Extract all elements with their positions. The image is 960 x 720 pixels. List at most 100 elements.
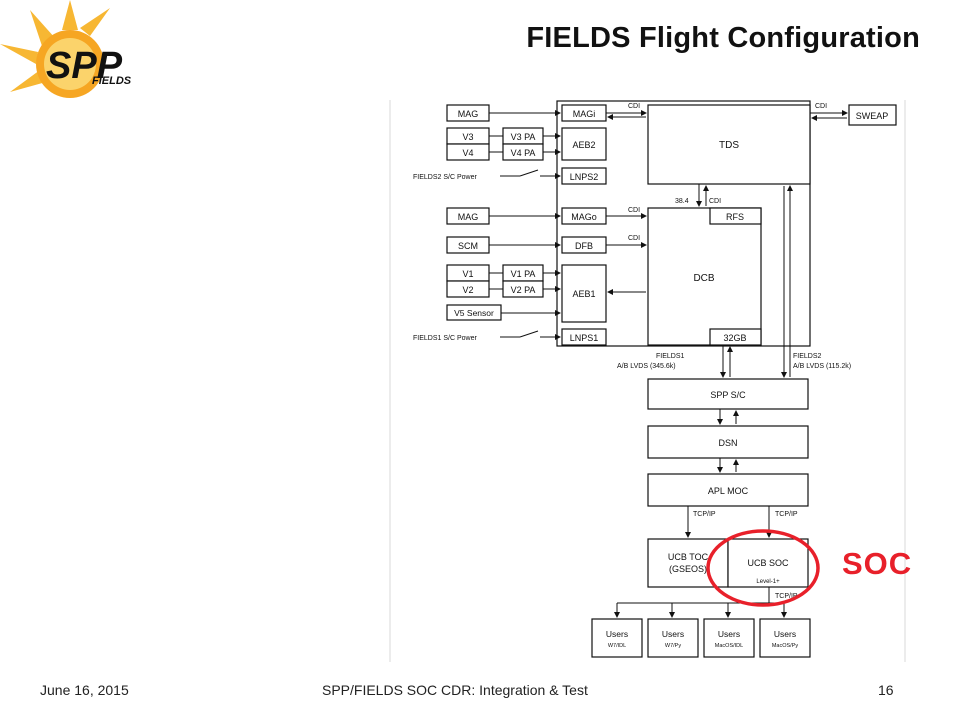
link-label-cdi-2: CDI [815, 103, 827, 110]
users-box-4: Users MacOS/Py [759, 618, 811, 658]
svg-text:DCB: DCB [693, 273, 714, 284]
svg-text:V1 PA: V1 PA [511, 269, 536, 279]
sensor-mag-top: MAG [446, 104, 490, 122]
svg-text:Level-1+: Level-1+ [756, 579, 780, 585]
link-label-fields1-rate: A/B LVDS (345.6k) [617, 363, 676, 370]
preamp-v3: V3 PA [502, 127, 544, 145]
box-dfb: DFB [561, 236, 607, 254]
box-dcb: DCB [647, 207, 762, 346]
power-label-fields1: FIELDS1 S/C Power [413, 335, 477, 342]
svg-text:LNPS1: LNPS1 [570, 333, 599, 343]
svg-text:Users: Users [606, 629, 628, 639]
svg-text:TDS: TDS [719, 140, 739, 151]
users-box-1: Users W7/IDL [591, 618, 643, 658]
svg-text:AEB2: AEB2 [572, 140, 595, 150]
box-aeb2: AEB2 [561, 127, 607, 161]
svg-text:V3: V3 [462, 132, 473, 142]
svg-text:UCB SOC: UCB SOC [747, 558, 789, 568]
box-aeb1: AEB1 [561, 264, 607, 323]
svg-text:DSN: DSN [718, 438, 737, 448]
svg-text:MacOS/Py: MacOS/Py [772, 643, 799, 649]
sensor-scm: SCM [446, 236, 490, 254]
svg-text:SPP S/C: SPP S/C [710, 390, 746, 400]
soc-highlight-circle [706, 529, 820, 607]
box-sweap: SWEAP [848, 104, 897, 126]
link-label-cdi-4: CDI [628, 235, 640, 242]
svg-text:DFB: DFB [575, 241, 593, 251]
box-mago: MAGo [561, 207, 607, 225]
box-lnps2: LNPS2 [561, 167, 607, 185]
link-label-fields2-rate: A/B LVDS (115.2k) [793, 363, 851, 370]
svg-text:MAG: MAG [458, 212, 479, 222]
users-box-2: Users W7/Py [647, 618, 699, 658]
sensor-connections [489, 110, 561, 340]
svg-text:V2 PA: V2 PA [511, 285, 536, 295]
footer-page-number: 16 [878, 682, 894, 698]
svg-text:UCB TOC: UCB TOC [668, 552, 709, 562]
svg-text:V5 Sensor: V5 Sensor [454, 308, 494, 318]
soc-callout-label: SOC [842, 546, 913, 581]
svg-text:W7/Py: W7/Py [665, 643, 681, 649]
sensor-mag-mid: MAG [446, 207, 490, 225]
sensor-v5: V5 Sensor [446, 304, 502, 321]
svg-text:RFS: RFS [726, 212, 744, 222]
svg-text:Users: Users [662, 629, 684, 639]
svg-text:APL MOC: APL MOC [708, 486, 749, 496]
svg-text:V2: V2 [462, 285, 473, 295]
footer-date: June 16, 2015 [40, 682, 129, 698]
sensor-v2: V2 [446, 280, 490, 298]
svg-text:SWEAP: SWEAP [856, 111, 889, 121]
svg-text:V4: V4 [462, 148, 473, 158]
box-tds: TDS [647, 104, 811, 185]
link-label-38-4: 38.4 [675, 198, 689, 205]
box-magi: MAGi [561, 104, 607, 122]
power-label-fields2: FIELDS2 S/C Power [413, 174, 477, 181]
svg-text:V1: V1 [462, 269, 473, 279]
svg-text:Users: Users [718, 629, 740, 639]
box-dsn: DSN [647, 425, 809, 459]
svg-text:(GSEOS): (GSEOS) [669, 564, 707, 574]
link-label-tcpip-2: TCP/IP [775, 511, 798, 518]
svg-text:32GB: 32GB [723, 333, 746, 343]
spp-fields-logo: SPP FIELDS [0, 0, 132, 98]
svg-text:MAG: MAG [458, 109, 479, 119]
link-label-tcpip-1: TCP/IP [693, 511, 716, 518]
svg-text:W7/IDL: W7/IDL [608, 643, 626, 649]
logo-subtext: FIELDS [92, 75, 132, 87]
preamp-v4: V4 PA [502, 143, 544, 161]
svg-text:V3 PA: V3 PA [511, 132, 536, 142]
users-distribution [614, 587, 787, 618]
sensor-v3: V3 [446, 127, 490, 145]
svg-text:MAGo: MAGo [571, 212, 597, 222]
box-32gb: 32GB [709, 328, 762, 346]
svg-text:Users: Users [774, 629, 796, 639]
box-rfs: RFS [709, 207, 762, 225]
slide-title: FIELDS Flight Configuration [526, 22, 920, 54]
link-label-tcpip-3: TCP/IP [775, 593, 798, 600]
box-lnps1: LNPS1 [561, 328, 607, 346]
box-ucb-soc: UCB SOC Level-1+ [727, 538, 809, 588]
box-apl-moc: APL MOC [647, 473, 809, 507]
link-label-cdi-5: CDI [709, 198, 721, 205]
preamp-v1: V1 PA [502, 264, 544, 282]
box-spp-sc: SPP S/C [647, 378, 809, 410]
users-box-3: Users MacOS/IDL [703, 618, 755, 658]
sun-core [44, 38, 96, 90]
svg-text:MAGi: MAGi [573, 109, 596, 119]
logo-text: SPP [46, 45, 123, 87]
svg-text:SCM: SCM [458, 241, 478, 251]
svg-text:MacOS/IDL: MacOS/IDL [715, 643, 743, 649]
link-label-cdi-1: CDI [628, 103, 640, 110]
link-label-fields2: FIELDS2 [793, 353, 822, 360]
sensor-v4: V4 [446, 143, 490, 161]
sensor-v1: V1 [446, 264, 490, 282]
preamp-v2: V2 PA [502, 280, 544, 298]
svg-text:V4 PA: V4 PA [511, 148, 536, 158]
link-label-fields1: FIELDS1 [656, 353, 685, 360]
svg-text:AEB1: AEB1 [572, 289, 595, 299]
footer-title: SPP/FIELDS SOC CDR: Integration & Test [322, 682, 588, 698]
link-label-cdi-3: CDI [628, 207, 640, 214]
cdi-links [606, 110, 848, 295]
sun-rays [0, 0, 110, 92]
